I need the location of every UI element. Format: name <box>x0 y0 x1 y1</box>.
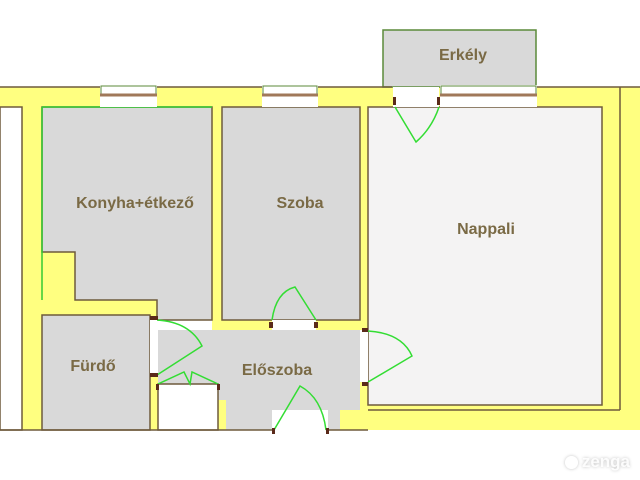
exterior-left <box>0 106 23 431</box>
room-erkely <box>382 29 537 88</box>
room-konyha <box>41 106 213 321</box>
balcony-doorway <box>393 87 439 107</box>
door-swings <box>156 106 440 431</box>
room-nappali <box>367 106 603 406</box>
room-szoba <box>221 106 361 321</box>
closet-white <box>157 383 219 431</box>
room-label-szoba: Szoba <box>276 195 324 212</box>
watermark-text: zenga <box>581 452 630 471</box>
window-konyha <box>100 85 157 107</box>
room-label-nappali: Nappali <box>457 221 515 238</box>
zenga-logo-icon <box>564 455 578 469</box>
door-nappali <box>367 330 413 383</box>
room-label-eloszoba: Előszoba <box>241 362 313 379</box>
room-label-konyha: Konyha+étkező <box>76 195 194 212</box>
watermark: zenga <box>564 452 630 472</box>
room-label-erkely: Erkély <box>438 47 488 64</box>
door-szoba <box>271 286 317 321</box>
door-closet <box>157 370 219 387</box>
door-jambs <box>150 97 440 434</box>
entrance-gap <box>272 410 328 432</box>
window-szoba <box>262 85 318 107</box>
door-balcony <box>394 106 440 144</box>
window-nappali <box>440 85 537 107</box>
door-furdo <box>156 319 203 376</box>
room-furdo <box>41 314 151 431</box>
room-label-furdo: Fürdő <box>70 358 116 375</box>
room-eloszoba <box>150 330 360 430</box>
door-entrance <box>273 384 327 431</box>
